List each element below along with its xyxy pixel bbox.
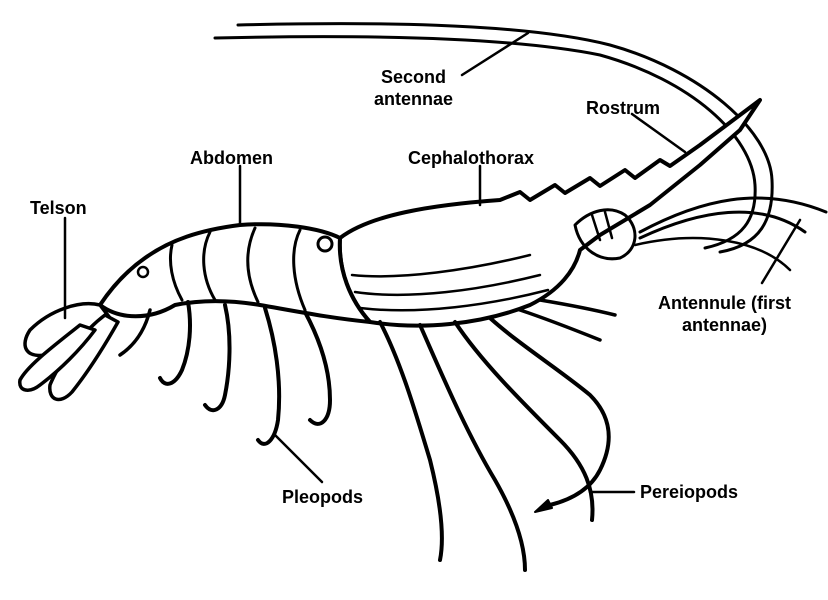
- leader-rostrum: [632, 114, 685, 152]
- label-telson: Telson: [30, 197, 87, 219]
- pereiopods-drawing: [380, 300, 615, 570]
- label-rostrum: Rostrum: [586, 97, 660, 119]
- label-pereiopods: Pereiopods: [640, 481, 738, 503]
- label-cephalothorax: Cephalothorax: [408, 147, 534, 169]
- leader-antennule: [762, 220, 800, 283]
- antennule-drawing: [635, 198, 826, 270]
- abdomen-drawing: [100, 224, 370, 322]
- label-pleopods: Pleopods: [282, 486, 363, 508]
- label-antennule: Antennule (first antennae): [658, 292, 791, 336]
- label-abdomen: Abdomen: [190, 147, 273, 169]
- leader-pleopods: [275, 435, 322, 482]
- pleopods-drawing: [120, 302, 330, 444]
- telson-drawing: [20, 304, 118, 400]
- label-second-antennae: Second antennae: [374, 66, 453, 110]
